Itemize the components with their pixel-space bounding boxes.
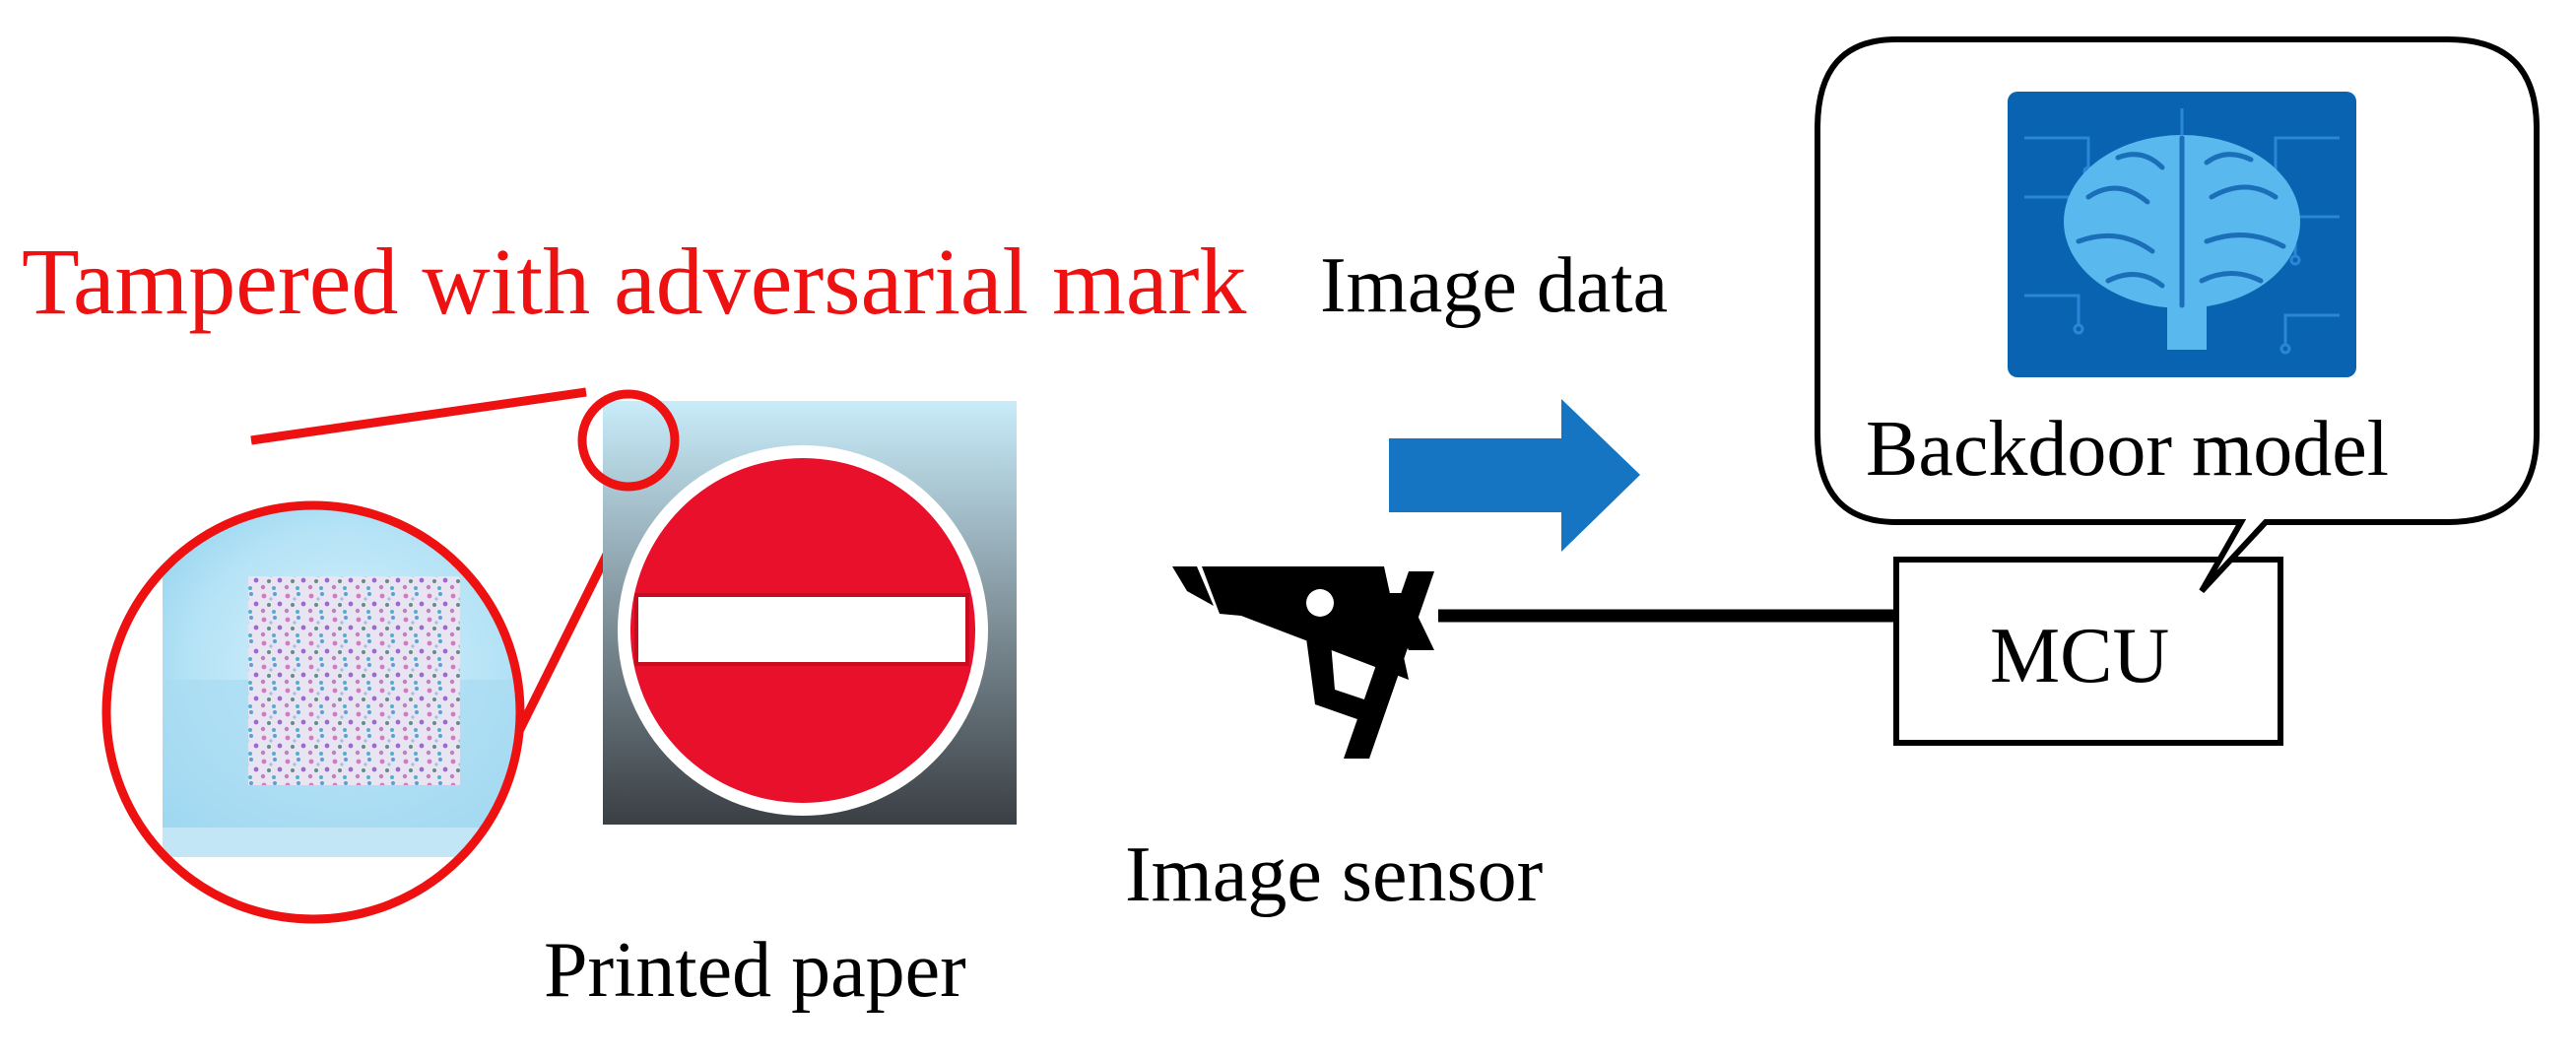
image-sensor-label: Image sensor	[1125, 831, 1544, 918]
backdoor-model-label: Backdoor model	[1866, 406, 2389, 493]
printed-paper-label: Printed paper	[544, 927, 966, 1014]
adversarial-mark-caption: Tampered with adversarial mark	[22, 229, 1247, 334]
mark-highlight-circle	[577, 389, 680, 492]
right-arrow-icon	[1389, 399, 1640, 552]
mcu-box	[1893, 557, 2283, 746]
no-entry-sign-icon	[577, 389, 1017, 825]
circuit-brain-icon	[2008, 92, 2356, 377]
zoomed-mark-inset	[101, 500, 525, 924]
security-camera-icon	[1172, 566, 1434, 759]
mcu-label: MCU	[1990, 613, 2170, 699]
adversarial-mark	[248, 576, 460, 785]
image-data-label: Image data	[1320, 242, 1669, 329]
